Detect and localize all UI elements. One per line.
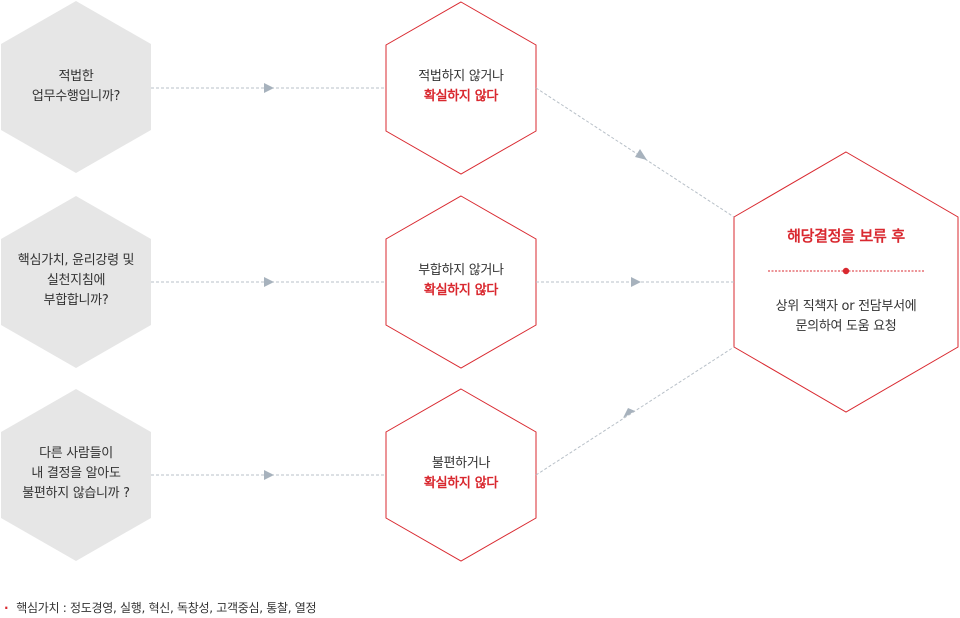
question-2-line-1: 핵심가치, 윤리강령 및 — [17, 253, 135, 268]
arrowhead-q3 — [264, 470, 274, 480]
question-hexagon-1 — [1, 1, 151, 173]
outcome-label-1: 적법하지 않거나 확실하지 않다 — [391, 67, 531, 107]
question-3-line-2: 내 결정을 알아도 — [31, 466, 121, 481]
arrowhead-q2 — [264, 277, 274, 287]
footnote: · 핵심가치 : 정도경영, 실행, 혁신, 독창성, 고객중심, 통찰, 열정 — [4, 599, 317, 616]
outcome-2-line-2: 확실하지 않다 — [423, 283, 499, 298]
question-1-line-1: 적법한 — [58, 69, 94, 84]
final-body: 상위 직책자 or 전담부서에 문의하여 도움 요청 — [746, 297, 946, 337]
outcome-hexagon-2 — [385, 195, 537, 369]
bullet-icon: · — [4, 601, 9, 615]
question-2-line-2: 실천지침에 — [46, 273, 106, 288]
outcome-label-3: 불편하거나 확실하지 않다 — [391, 454, 531, 494]
final-line-2: 문의하여 도움 요청 — [795, 319, 897, 334]
footnote-text: 핵심가치 : 정도경영, 실행, 혁신, 독창성, 고객중심, 통찰, 열정 — [16, 601, 317, 615]
question-1-line-2: 업무수행입니까? — [31, 89, 121, 104]
question-label-2: 핵심가치, 윤리강령 및 실천지침에 부합합니까? — [6, 251, 146, 311]
final-title: 해당결정을 보류 후 — [787, 227, 905, 245]
connector-o1-final — [535, 87, 735, 218]
question-hexagon-3 — [1, 389, 151, 561]
arrowhead-o1 — [635, 149, 647, 160]
arrowhead-o2 — [631, 277, 641, 287]
final-divider-dot — [842, 267, 850, 275]
outcome-3-line-1: 불편하거나 — [431, 456, 491, 471]
arrowhead-o3 — [623, 408, 635, 418]
outcome-hexagon-3 — [385, 388, 537, 562]
question-3-line-1: 다른 사람들이 — [39, 446, 113, 461]
question-label-3: 다른 사람들이 내 결정을 알아도 불편하지 않습니까 ? — [6, 444, 146, 504]
question-hexagon-2 — [1, 196, 151, 368]
question-label-1: 적법한 업무수행입니까? — [6, 67, 146, 107]
final-line-1: 상위 직책자 or 전담부서에 — [775, 299, 917, 314]
question-2-line-3: 부합합니까? — [43, 293, 109, 308]
outcome-1-line-2: 확실하지 않다 — [423, 89, 499, 104]
outcome-1-line-1: 적법하지 않거나 — [418, 69, 504, 84]
final-hexagon — [733, 151, 959, 413]
arrowhead-q1 — [264, 83, 274, 93]
outcome-3-line-2: 확실하지 않다 — [423, 476, 499, 491]
outcome-2-line-1: 부합하지 않거나 — [418, 263, 504, 278]
question-3-line-3: 불편하지 않습니까 ? — [22, 486, 130, 501]
outcome-hexagon-1 — [385, 1, 537, 175]
outcome-label-2: 부합하지 않거나 확실하지 않다 — [391, 261, 531, 301]
